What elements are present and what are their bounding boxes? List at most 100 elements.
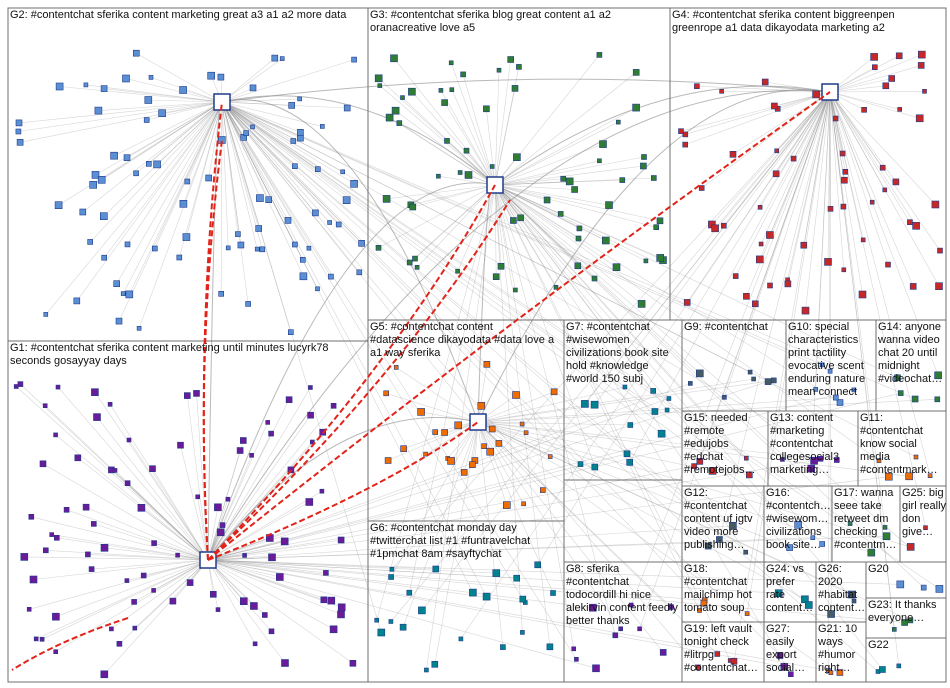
edge <box>477 421 508 506</box>
user-node <box>879 666 886 673</box>
user-node <box>482 592 491 601</box>
edge <box>494 184 616 636</box>
user-node <box>590 400 599 409</box>
user-node <box>406 589 413 596</box>
user-node <box>131 599 137 605</box>
user-node <box>704 542 712 550</box>
user-node <box>249 84 257 92</box>
edge <box>207 559 597 669</box>
user-node <box>388 574 394 580</box>
user-node <box>33 636 39 642</box>
edge <box>45 550 209 561</box>
user-node <box>651 408 659 415</box>
edge <box>759 91 831 208</box>
edge <box>127 482 209 561</box>
user-node <box>790 155 797 162</box>
edge <box>221 98 300 103</box>
edge <box>410 184 496 206</box>
user-node <box>290 138 297 144</box>
edge <box>477 421 672 608</box>
user-node <box>637 300 646 308</box>
user-node <box>507 56 515 63</box>
edge <box>221 101 316 214</box>
user-node <box>210 590 217 598</box>
user-node <box>305 498 314 506</box>
user-node <box>601 236 610 245</box>
edge <box>399 122 496 186</box>
user-node <box>137 503 146 512</box>
user-node <box>591 275 598 282</box>
edge <box>221 101 940 590</box>
edge <box>141 507 209 561</box>
edge <box>109 404 209 561</box>
edge <box>207 398 669 561</box>
user-node <box>28 513 35 520</box>
group-frame-g20 <box>865 561 947 599</box>
edge <box>829 91 844 207</box>
user-node <box>100 670 109 679</box>
user-node <box>698 185 705 191</box>
edge <box>187 395 209 561</box>
edge <box>221 101 330 223</box>
highlight-edge <box>207 421 479 561</box>
edge <box>146 101 223 121</box>
edge <box>769 91 831 286</box>
edge <box>45 101 223 315</box>
edge <box>221 101 292 333</box>
edge <box>18 101 223 124</box>
edge <box>494 88 516 186</box>
user-node <box>605 201 613 209</box>
user-node <box>186 579 194 586</box>
user-node <box>557 211 564 217</box>
edge <box>699 91 831 462</box>
edge <box>221 101 581 465</box>
user-node <box>455 268 460 274</box>
user-node <box>124 480 131 487</box>
edge <box>829 91 939 376</box>
user-node <box>719 89 724 94</box>
group-frame-g18 <box>681 561 765 623</box>
edge <box>221 101 809 606</box>
user-node <box>15 119 23 127</box>
user-node <box>574 656 579 662</box>
edge <box>774 91 831 107</box>
edge <box>386 393 479 423</box>
user-node <box>923 525 928 531</box>
user-node <box>744 611 750 616</box>
edge <box>207 559 342 608</box>
user-node <box>100 543 109 552</box>
user-node <box>292 241 298 248</box>
user-node <box>827 368 833 374</box>
user-node <box>454 421 463 430</box>
edge <box>685 91 831 145</box>
edge <box>207 433 272 561</box>
edge <box>416 184 496 268</box>
user-node <box>909 283 917 290</box>
edge <box>96 416 209 561</box>
user-node <box>349 659 357 667</box>
user-node <box>149 465 156 473</box>
user-node <box>343 104 351 112</box>
edge <box>733 91 831 662</box>
user-node <box>243 130 249 136</box>
edge <box>186 101 223 238</box>
user-node <box>55 82 64 91</box>
user-node <box>374 74 383 83</box>
user-node <box>126 437 132 443</box>
user-node <box>287 329 294 336</box>
user-node <box>882 532 891 541</box>
user-node <box>481 443 487 450</box>
user-node <box>774 148 780 154</box>
edge <box>714 91 831 229</box>
edge <box>101 101 223 181</box>
edge <box>494 184 746 553</box>
edge <box>89 101 223 243</box>
edge <box>94 392 209 561</box>
user-node <box>179 200 188 208</box>
edge <box>221 101 318 170</box>
user-node <box>832 115 839 122</box>
edge <box>829 91 936 205</box>
edge <box>462 74 496 186</box>
user-node <box>93 413 101 421</box>
